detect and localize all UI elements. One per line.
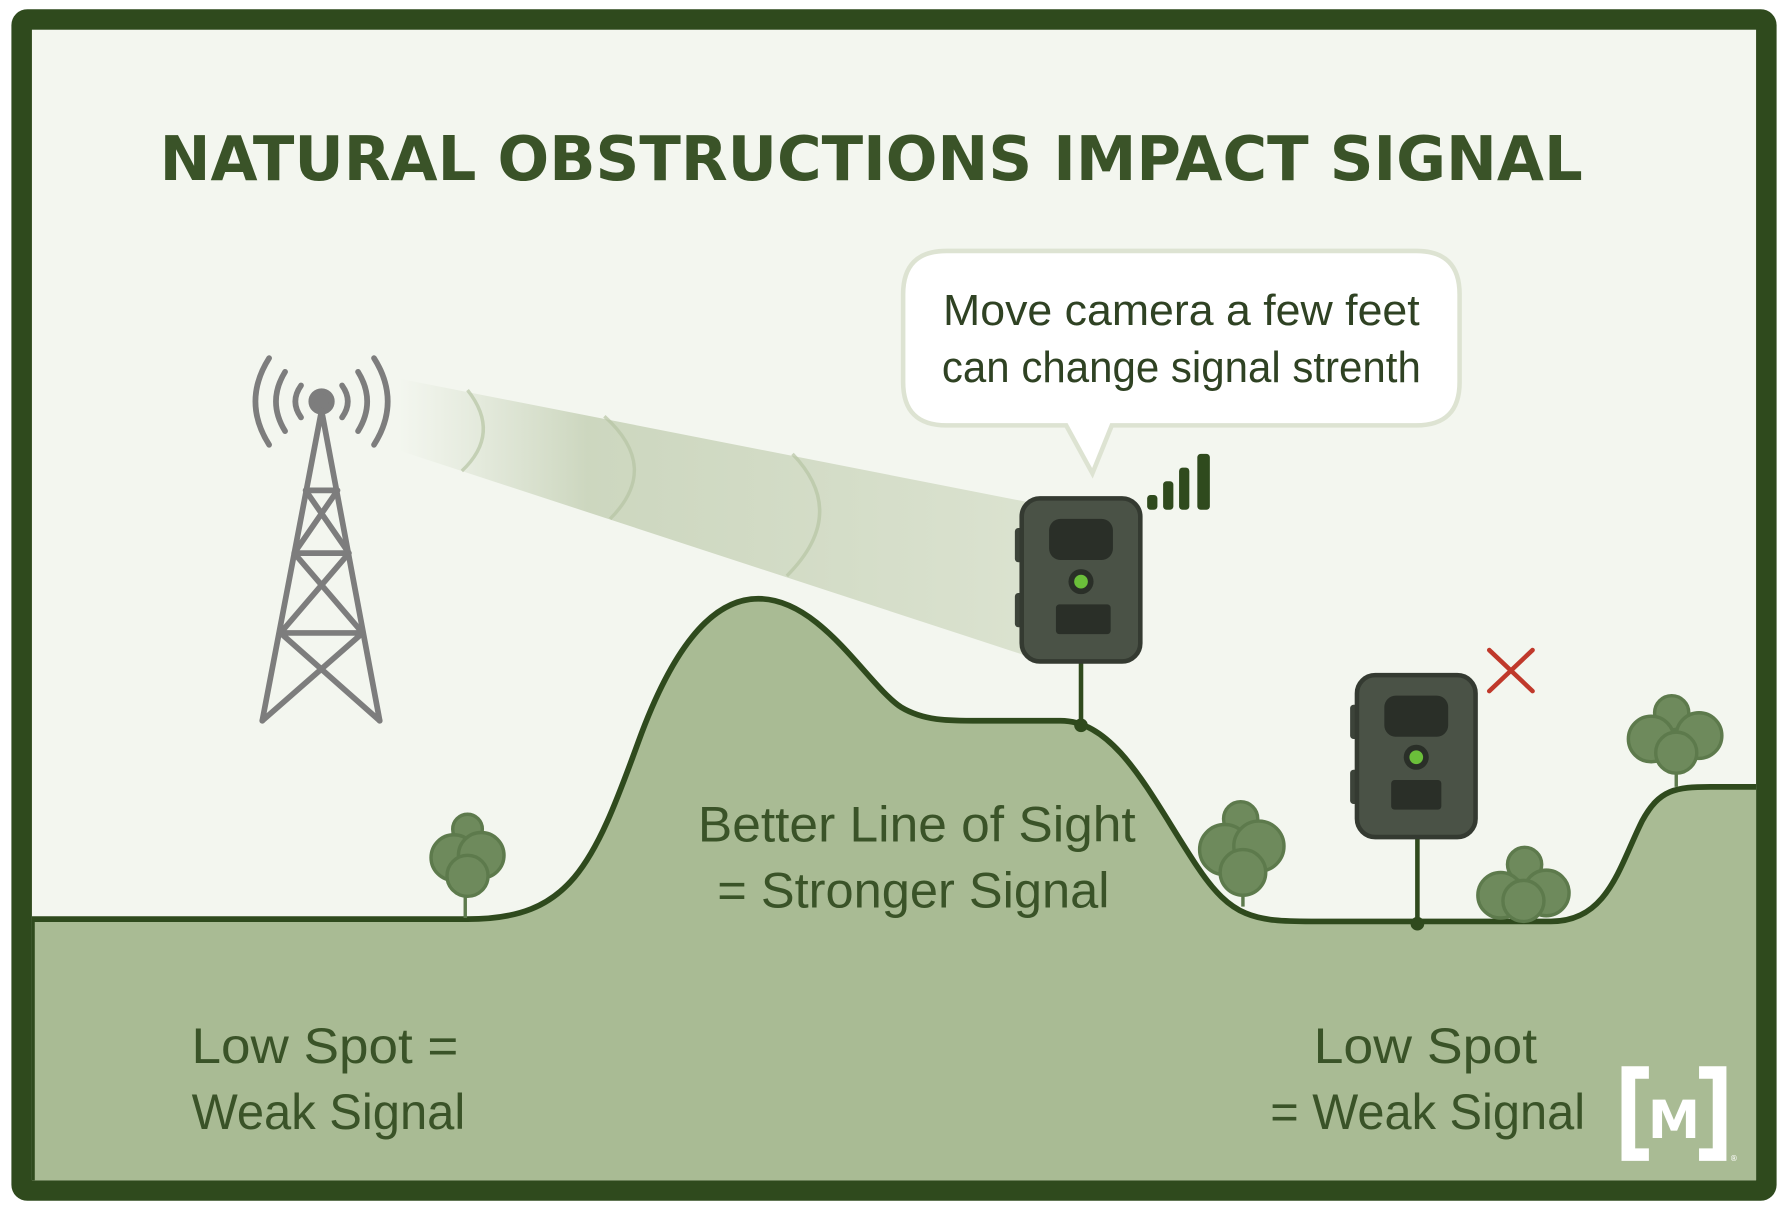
trail-camera-bad [1350, 672, 1478, 931]
right-label-line-2: = Weak Signal [1270, 1084, 1585, 1140]
terrain [31, 595, 1757, 1181]
trail-camera-good [1014, 496, 1143, 733]
left-label-line-2: Weak Signal [192, 1084, 466, 1140]
brand-logo: M ® [1621, 1066, 1738, 1163]
callout-line-1: Move camera a few feet [943, 287, 1420, 335]
tree-icon [1626, 693, 1724, 787]
tree-icon [1197, 799, 1286, 907]
callout-line-2: can change signal strenth [942, 344, 1421, 392]
logo-letter: M [1648, 1090, 1700, 1151]
title: NATURAL OBSTRUCTIONS IMPACT SIGNAL [160, 123, 1583, 195]
logo-registered-mark: ® [1730, 1154, 1738, 1163]
no-signal-x-icon [1486, 647, 1535, 694]
signal-beam [399, 378, 1027, 656]
tree-icon [429, 812, 506, 919]
left-label-line-1: Low Spot = [192, 1018, 459, 1074]
hill-label-line-1: Better Line of Sight [698, 797, 1136, 853]
right-label-line-1: Low Spot [1314, 1018, 1538, 1074]
callout-bubble: Move camera a few feet can change signal… [900, 248, 1462, 479]
tree-icon [1476, 845, 1571, 924]
cell-tower-icon [252, 355, 391, 724]
hill-label-line-2: = Stronger Signal [717, 863, 1109, 919]
signal-strength-icon [1147, 453, 1210, 510]
